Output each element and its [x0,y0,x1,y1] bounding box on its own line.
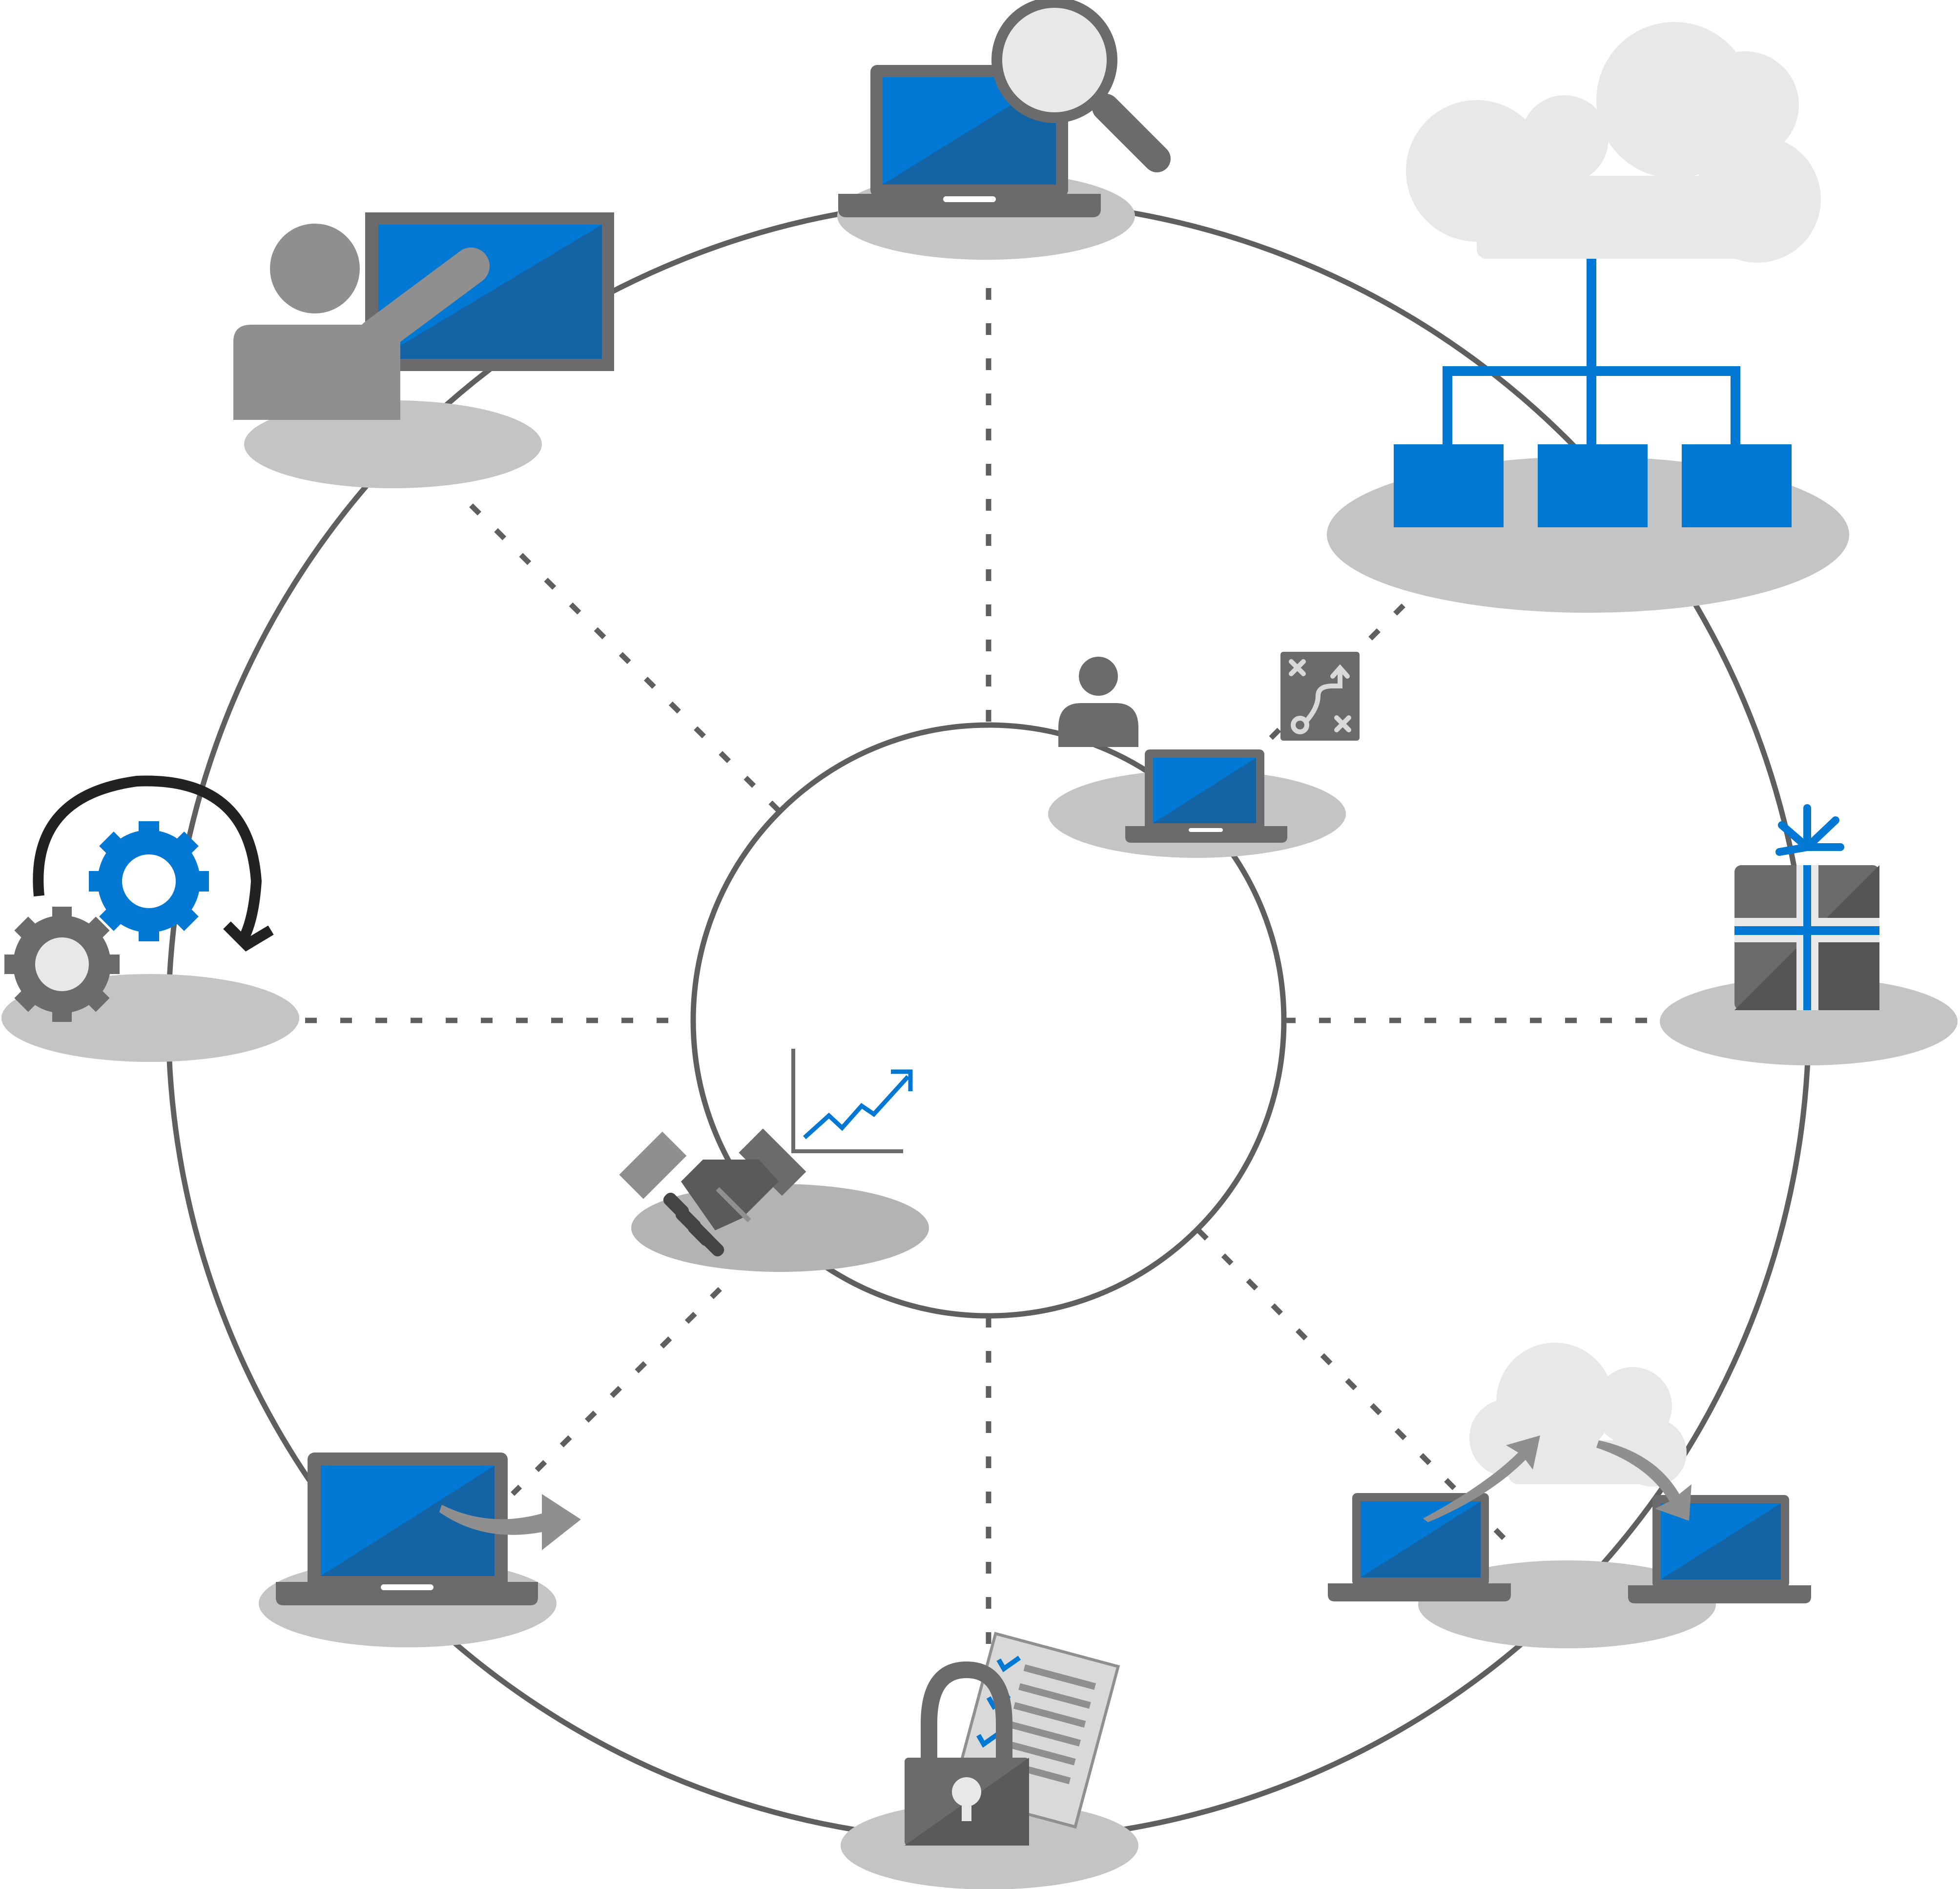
padlock-checklist-icon [905,1632,1120,1846]
node-present [233,212,614,488]
node-migrate [1328,1343,1811,1648]
gift-box-icon [1734,804,1879,1010]
laptop-cloud-transfer-icon [1328,1343,1811,1603]
platform [1418,1560,1716,1648]
growth-chart-icon [791,1049,903,1153]
node-secure [841,1632,1138,1889]
node-deliver [1660,804,1958,1065]
cloud-hierarchy-icon [1394,22,1821,527]
presenter-screen-icon [233,212,614,420]
spoke-bottom-right [1197,1228,1515,1550]
node-deploy [259,1453,581,1647]
platform [244,400,542,488]
spoke-top-left [469,503,781,812]
user-laptop-strategy-icon [1058,652,1360,843]
blue-gear [89,821,209,941]
gears-cycle-icon [4,775,274,1022]
spoke-bottom-left [511,1287,722,1496]
platform [1660,977,1958,1065]
laptop-arrow-icon [276,1453,581,1605]
node-cloud-architecture [1327,22,1849,613]
node-strategy [1048,652,1360,858]
laptop-magnifier-icon [838,0,1171,217]
gray-gear [4,907,120,1022]
node-operate [1,775,299,1062]
node-partnership [619,1049,929,1272]
node-assess [837,0,1171,260]
handshake-growth-icon [619,1049,913,1257]
